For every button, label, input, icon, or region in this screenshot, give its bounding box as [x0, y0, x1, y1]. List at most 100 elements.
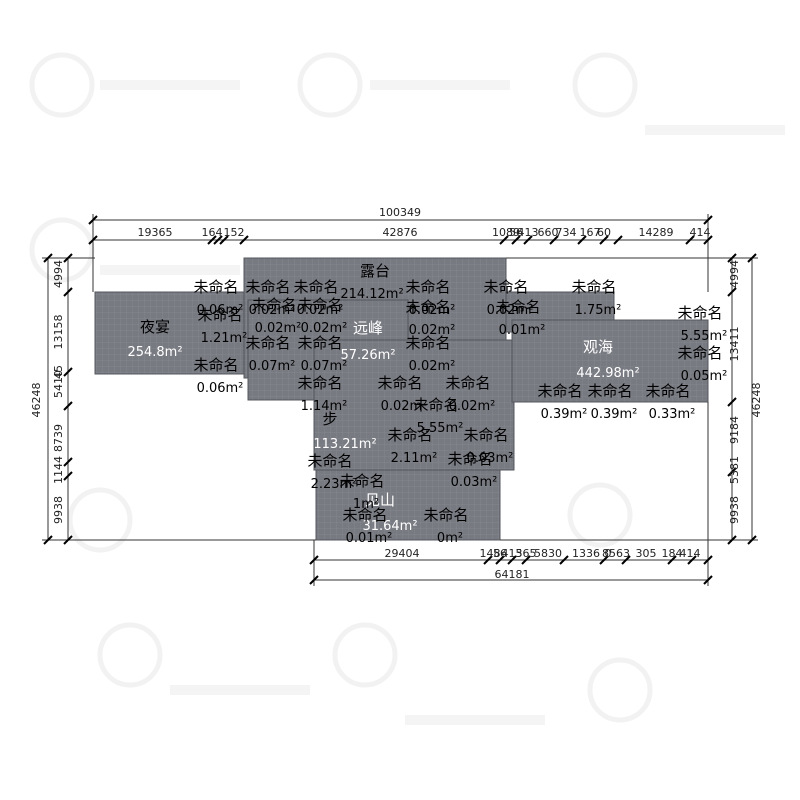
dimension-value: 305 — [636, 547, 657, 560]
unnamed-label-area: 2.11m² — [391, 451, 438, 466]
unnamed-label-name: 未命名 — [413, 396, 458, 414]
unnamed-label-name: 未命名 — [587, 382, 632, 400]
unnamed-label-name: 未命名 — [645, 382, 690, 400]
dimension-value: 9938 — [728, 496, 741, 524]
unnamed-label-name: 未命名 — [405, 298, 450, 316]
unnamed-label-name: 未命名 — [297, 374, 342, 392]
unnamed-label-name: 未命名 — [293, 278, 338, 296]
room-label-name: 露台 — [360, 262, 390, 280]
unnamed-label-area: 1.75m² — [575, 303, 622, 318]
dimension-value: 164 — [202, 226, 223, 239]
unnamed-label-area: 0.01m² — [346, 531, 393, 546]
unnamed-label-area: 0.39m² — [541, 407, 588, 422]
unnamed-label-area: 1.21m² — [201, 331, 248, 346]
unnamed-label-name: 未命名 — [245, 334, 290, 352]
unnamed-label-name: 未命名 — [677, 344, 722, 362]
room-guanhai — [511, 319, 709, 403]
unnamed-label-area: 0.05m² — [681, 369, 728, 384]
unnamed-label-name: 未命名 — [405, 334, 450, 352]
dimension-value: 413 — [502, 547, 523, 560]
room-center — [313, 339, 515, 471]
unnamed-label-name: 未命名 — [251, 296, 296, 314]
unnamed-area-labels: 未命名0.06m²未命名0.02m²未命名0.02m²未命名0.02m²未命名0… — [193, 278, 727, 546]
right-total-dimension: 46248 — [750, 383, 763, 418]
room-shapes — [94, 257, 709, 541]
room-label-name: 观海 — [583, 338, 613, 356]
top-total-dimension: 100349 — [379, 206, 421, 219]
dimension-value: 56 — [493, 547, 507, 560]
dimension-value: 414 — [690, 226, 711, 239]
room-label-name: 见山 — [365, 491, 395, 509]
dimension-value: 414 — [680, 547, 701, 560]
unnamed-label-area: 0.06m² — [197, 303, 244, 318]
dimension-value: 13411 — [728, 327, 741, 362]
unnamed-label-area: 0.39m² — [591, 407, 638, 422]
dimension-value: 8739 — [52, 424, 65, 452]
dimension-value: 45 — [52, 365, 65, 379]
dimension-value: 19365 — [138, 226, 173, 239]
dimension-value: 5410 — [52, 370, 65, 398]
unnamed-label-name: 未命名 — [193, 278, 238, 296]
unnamed-label-area: 5.55m² — [417, 421, 464, 436]
room-label-name: 夜宴 — [140, 318, 170, 336]
dimension-value: 4994 — [728, 260, 741, 288]
room-jianshan — [315, 469, 501, 541]
dimension-value: 0 — [605, 547, 612, 560]
unnamed-label-area: 0.02m² — [255, 321, 302, 336]
unnamed-label-area: 0.02m² — [297, 303, 344, 318]
unnamed-label-name: 未命名 — [677, 304, 722, 322]
unnamed-label-area: 0.03m² — [451, 475, 498, 490]
unnamed-label-area: 0.03m² — [467, 451, 514, 466]
dimension-value: 9938 — [52, 496, 65, 524]
unnamed-label-name: 未命名 — [423, 506, 468, 524]
unnamed-label-name: 未命名 — [342, 506, 387, 524]
dimension-value: 29404 — [385, 547, 420, 560]
unnamed-label-area: 0.33m² — [649, 407, 696, 422]
room-label-area: 113.21m² — [313, 437, 376, 452]
dimension-value: 734 — [556, 226, 577, 239]
unnamed-label-area: 1.14m² — [301, 399, 348, 414]
unnamed-label-name: 未命名 — [377, 374, 422, 392]
unnamed-label-area: 0.02m² — [409, 359, 456, 374]
unnamed-label-name: 未命名 — [483, 278, 528, 296]
unnamed-label-area: 0.02m² — [449, 399, 496, 414]
unnamed-label-name: 未命名 — [307, 452, 352, 470]
dimension-value: 56 — [509, 226, 523, 239]
room-label-area: 442.98m² — [576, 366, 639, 381]
room-label-name: 远峰 — [353, 319, 383, 337]
dimension-value: 1089 — [492, 226, 520, 239]
watermark — [29, 52, 785, 725]
unnamed-label-name: 未命名 — [387, 426, 432, 444]
unnamed-label-name: 未命名 — [197, 306, 242, 324]
dimension-value: 148 — [480, 547, 501, 560]
room-label-area: 57.26m² — [340, 348, 395, 363]
left-dimensions: 46248 — [30, 253, 316, 545]
unnamed-label-name: 未命名 — [297, 334, 342, 352]
dimension-value: 14289 — [639, 226, 674, 239]
dimension-value: 13158 — [52, 315, 65, 350]
unnamed-label-area: 0.02m² — [301, 321, 348, 336]
dimension-value: 9184 — [728, 416, 741, 444]
dimension-value: 5830 — [534, 547, 562, 560]
unnamed-label-name: 未命名 — [297, 296, 342, 314]
unnamed-label-area: 0.02m² — [409, 323, 456, 338]
dimension-value: 660 — [538, 226, 559, 239]
unnamed-label-area: 0.02m² — [381, 399, 428, 414]
unnamed-label-name: 未命名 — [447, 450, 492, 468]
unnamed-label-name: 未命名 — [405, 278, 450, 296]
unnamed-label-area: 1m² — [353, 497, 379, 512]
unnamed-label-area: 2.23m² — [311, 477, 358, 492]
unnamed-label-name: 未命名 — [537, 382, 582, 400]
unnamed-label-area: 0.02m² — [487, 303, 534, 318]
room-label-name: 步 — [322, 410, 337, 428]
top-dimensions: 100349 — [88, 206, 713, 292]
unnamed-label-area: 0.01m² — [499, 323, 546, 338]
unnamed-label-area: 0.07m² — [249, 359, 296, 374]
room-label-area: 254.8m² — [127, 345, 182, 360]
unnamed-label-area: 0.02m² — [249, 303, 296, 318]
unnamed-label-name: 未命名 — [495, 298, 540, 316]
unnamed-label-area: 0.02m² — [409, 303, 456, 318]
